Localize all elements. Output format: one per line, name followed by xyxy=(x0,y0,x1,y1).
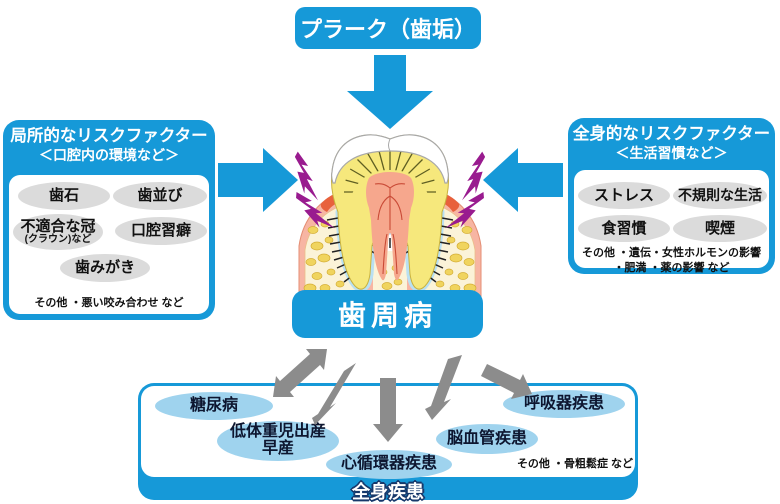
arrow-to-low-birth-weight xyxy=(312,363,356,425)
local-risk-panel: 歯石 歯並び 不適合な冠 (クラウン)など 口腔習癖 歯みがき その他 ・悪い咬… xyxy=(9,175,209,314)
local-risk-subtitle: ＜口腔内の環境など＞ xyxy=(39,146,179,163)
systemic-risk-title: 全身的なリスクファクター xyxy=(572,125,771,143)
disease-respiratory: 呼吸器疾患 xyxy=(503,390,625,418)
local-risk-box: 局所的なリスクファクター ＜口腔内の環境など＞ 歯石 歯並び 不適合な冠 (クラ… xyxy=(3,120,215,320)
risk-item-brushing: 歯みがき xyxy=(60,254,150,282)
periodontal-disease-label: 歯周病 xyxy=(337,300,437,331)
plaque-label: プラーク（歯垢） xyxy=(299,17,476,42)
disease-cardiovascular: 心循環器疾患 xyxy=(326,450,452,479)
arrow-to-respiratory xyxy=(481,364,532,399)
disease-low-birth-weight: 低体重児出産 早産 xyxy=(217,421,339,461)
systemic-risk-note: その他 ・遺伝・女性ホルモンの影響 ・肥満 ・薬の影響 など xyxy=(581,247,762,274)
local-risk-note: その他 ・悪い咬み合わせ など xyxy=(34,297,184,309)
disease-cerebrovascular: 脳血管疾患 xyxy=(436,424,538,454)
risk-item-eating-habit: 食習慣 xyxy=(578,215,670,242)
arrow-to-diabetes xyxy=(273,349,327,397)
pulp-vessels xyxy=(374,183,406,275)
disease-diabetes: 糖尿病 xyxy=(155,392,273,420)
risk-item-teeth-alignment: 歯並び xyxy=(113,182,207,210)
risk-item-irregular-life: 不規則な生活 xyxy=(673,182,767,209)
systemic-risk-panel: ストレス 不規則な生活 食習慣 喫煙 その他 ・遺伝・女性ホルモンの影響 ・肥満… xyxy=(574,170,769,274)
enamel-groove xyxy=(388,138,391,152)
risk-item-ill-fitting-crown: 不適合な冠 (クラウン)など xyxy=(13,214,103,250)
arrow-to-cardiovascular xyxy=(373,378,403,442)
tooth-cross-section-illustration xyxy=(295,134,485,301)
enamel-shape xyxy=(330,134,450,184)
arrow-to-cerebrovascular xyxy=(425,355,462,420)
spread-arrows-icon xyxy=(273,349,532,442)
risk-item-smoking: 喫煙 xyxy=(673,215,767,242)
risk-item-stress: ストレス xyxy=(578,182,670,209)
right-pointing-arrow-icon xyxy=(218,148,298,212)
systemic-disease-band-label: 全身疾患 xyxy=(352,482,424,502)
risk-item-oral-habit: 口腔習癖 xyxy=(115,217,207,245)
risk-item-tartar: 歯石 xyxy=(18,182,110,210)
periodontal-disease-box: 歯周病 xyxy=(292,290,483,338)
systemic-risk-box: 全身的なリスクファクター ＜生活習慣など＞ ストレス 不規則な生活 食習慣 喫煙… xyxy=(568,118,775,274)
local-risk-title: 局所的なリスクファクター xyxy=(10,127,208,145)
plaque-box: プラーク（歯垢） xyxy=(295,7,481,49)
systemic-risk-subtitle: ＜生活習慣など＞ xyxy=(615,144,728,161)
left-pointing-arrow-icon xyxy=(483,148,563,212)
systemic-disease-note: その他 ・骨粗鬆症 など xyxy=(516,458,634,470)
down-arrow-icon xyxy=(347,55,433,129)
